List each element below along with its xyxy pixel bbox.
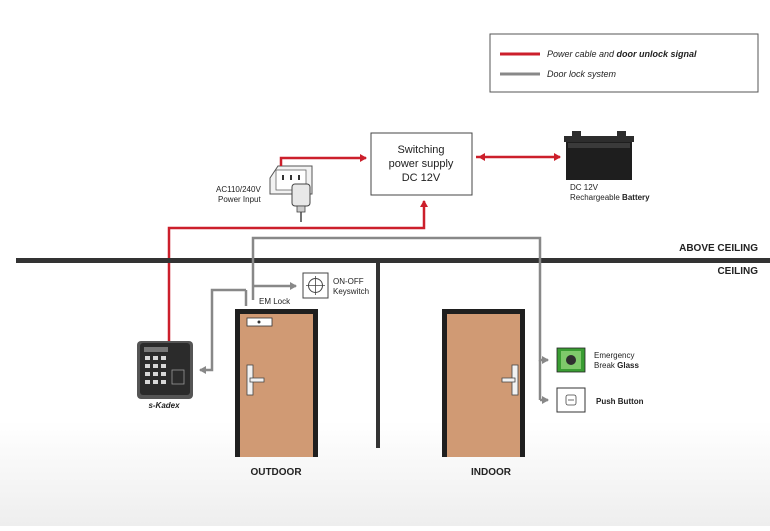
indoor-door: [442, 309, 525, 457]
power-input-label-2: Power Input: [218, 195, 261, 204]
ceiling-line: [16, 258, 770, 263]
psu-label-1: Switching: [397, 144, 444, 156]
push-button-icon: [556, 387, 586, 413]
battery-label-1: DC 12V: [570, 183, 599, 192]
battery-icon: [564, 131, 634, 180]
keyswitch-label-1: ON-OFF: [333, 277, 364, 286]
psu-label-3: DC 12V: [402, 172, 441, 184]
psu-label-2: power supply: [389, 158, 454, 170]
reader-brand-label: s-Kadex: [148, 401, 180, 410]
power-supply: Switching power supply DC 12V: [370, 132, 473, 196]
push-button-label: Push Button: [596, 397, 644, 406]
door-lock-cables: [199, 236, 549, 404]
wall-divider: [376, 262, 380, 448]
indoor-label: INDOOR: [471, 467, 512, 478]
emergency-label-2: Break Glass: [594, 361, 639, 370]
legend-lock-label: Door lock system: [547, 69, 617, 79]
battery-label-2: Rechargeable Battery: [570, 193, 650, 202]
outdoor-label: OUTDOOR: [250, 467, 302, 478]
power-plug-icon: [291, 183, 311, 222]
legend: Power cable and door unlock signal Door …: [489, 33, 759, 93]
power-cables: [167, 153, 561, 342]
em-lock-label: EM Lock: [259, 297, 291, 306]
above-ceiling-label: ABOVE CEILING: [679, 243, 758, 254]
legend-power-label: Power cable and door unlock signal: [547, 49, 697, 59]
emergency-break-glass-icon: [556, 347, 586, 373]
ceiling-label: CEILING: [717, 266, 758, 277]
keyswitch-label-2: Keyswitch: [333, 287, 369, 296]
outdoor-door: [235, 309, 318, 457]
card-reader-icon: [137, 341, 193, 399]
power-input-label-1: AC110/240V: [216, 185, 261, 194]
emergency-label-1: Emergency: [594, 351, 634, 360]
keyswitch-icon: [302, 272, 329, 299]
